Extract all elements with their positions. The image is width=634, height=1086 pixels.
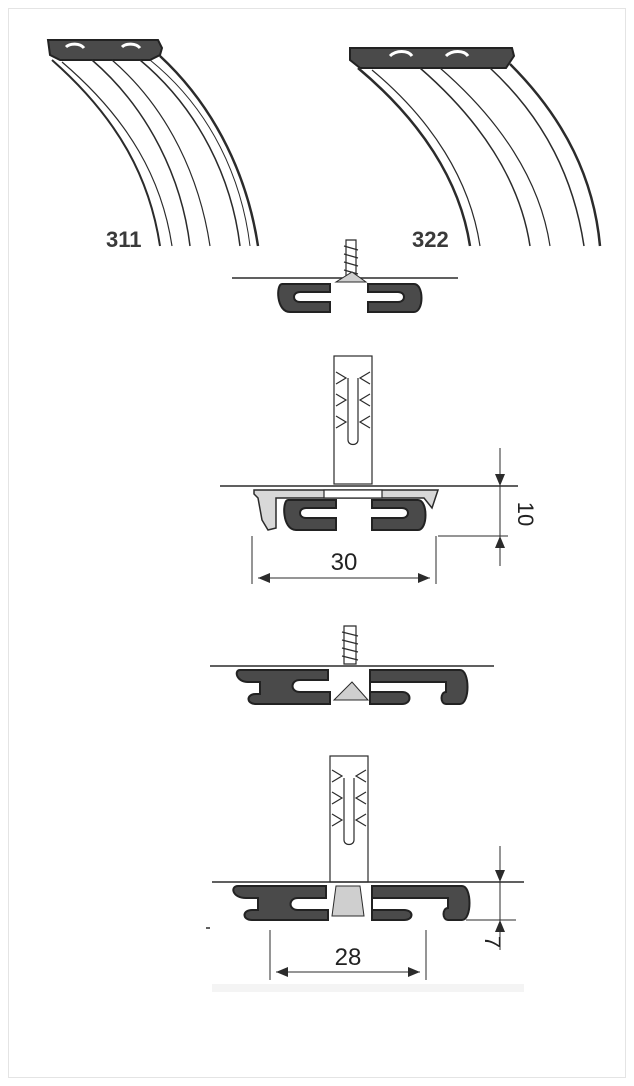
rail-a-bracket-mount bbox=[220, 355, 518, 584]
curved-profile-311 bbox=[46, 39, 260, 247]
dimension-height-10: 10 bbox=[513, 502, 538, 526]
rail-b-screw-mount bbox=[210, 625, 494, 705]
curved-profile-322 bbox=[349, 47, 602, 247]
rail-a-screw-mount bbox=[232, 239, 458, 313]
profile-label-322: 322 bbox=[412, 227, 449, 252]
dimension-height-7: 7 bbox=[480, 936, 505, 948]
profile-label-311: 311 bbox=[106, 227, 142, 252]
dimension-width-28: 28 bbox=[335, 944, 362, 971]
dimension-width-30: 30 bbox=[331, 549, 358, 576]
rail-b-dowel-mount bbox=[206, 755, 524, 992]
drawing-frame bbox=[8, 8, 626, 1078]
